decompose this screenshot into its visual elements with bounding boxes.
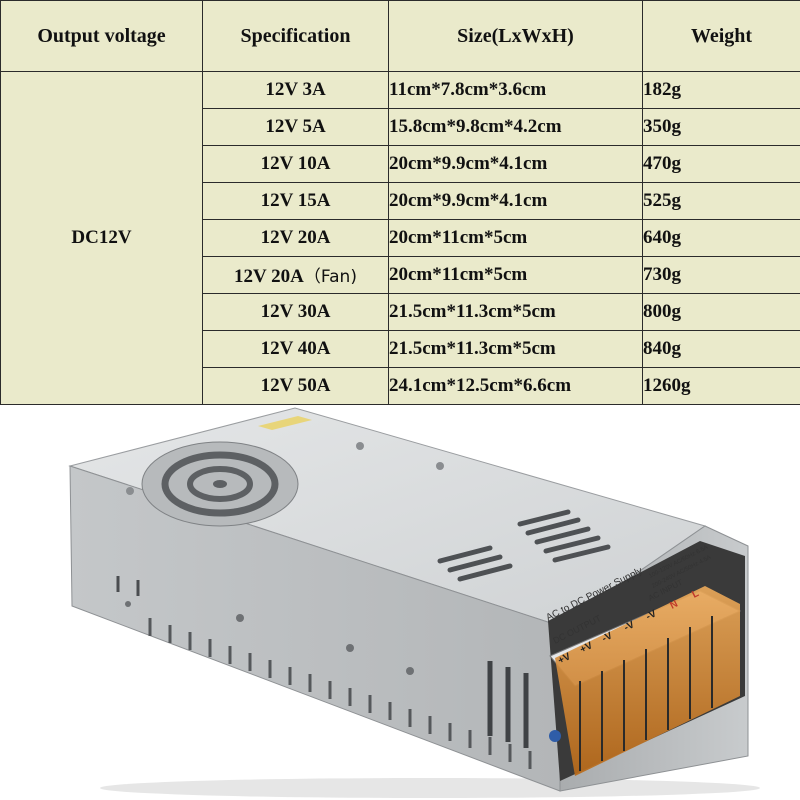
- terminal-label: -V: [622, 619, 636, 633]
- size-cell: 24.1cm*12.5cm*6.6cm: [388, 367, 643, 405]
- front-vents: [148, 618, 532, 769]
- specification-cell: 12V 10A: [202, 145, 389, 183]
- fan-note: （Fan): [303, 267, 357, 287]
- weight-cell: 730g: [642, 256, 800, 294]
- terminal-label: +V: [578, 640, 594, 656]
- weight-cell: 350g: [642, 108, 800, 146]
- specification-cell: 12V 15A: [202, 182, 389, 220]
- specification-cell: 12V 20A（Fan): [202, 256, 389, 294]
- specification-value: 12V 3A: [265, 79, 326, 100]
- weight-cell: 800g: [642, 293, 800, 331]
- specification-value: 12V 40A: [260, 338, 331, 359]
- specification-cell: 12V 30A: [202, 293, 389, 331]
- fan-grill: [141, 441, 299, 527]
- weight-cell: 525g: [642, 182, 800, 220]
- weight-cell: 182g: [642, 71, 800, 109]
- top-vents: [437, 509, 611, 582]
- spec-table: Output voltage Specification Size(LxWxH)…: [0, 0, 800, 405]
- header-size: Size(LxWxH): [388, 0, 643, 72]
- terminal-label: +V: [556, 651, 572, 667]
- specification-value: 12V 50A: [260, 375, 331, 396]
- header-weight: Weight: [642, 0, 800, 72]
- size-cell: 20cm*11cm*5cm: [388, 219, 643, 257]
- specification-cell: 12V 3A: [202, 71, 389, 109]
- table-header-row: Output voltage Specification Size(LxWxH)…: [0, 0, 800, 72]
- terminal-label: -V: [644, 608, 658, 622]
- voltage-adjust-knob: [549, 730, 561, 742]
- specification-cell: 12V 40A: [202, 330, 389, 368]
- size-cell: 11cm*7.8cm*3.6cm: [388, 71, 643, 109]
- size-cell: 20cm*11cm*5cm: [388, 256, 643, 294]
- weight-cell: 470g: [642, 145, 800, 183]
- specification-value: 12V 10A: [260, 153, 331, 174]
- terminal-label: L: [690, 588, 700, 601]
- power-supply-illustration: AC to DC Power Supply DC OUTPUT AC INPUT…: [68, 407, 760, 798]
- specification-value: 12V 20A: [234, 266, 304, 287]
- size-cell: 20cm*9.9cm*4.1cm: [388, 145, 643, 183]
- specification-value: 12V 30A: [260, 301, 331, 322]
- size-cell: 15.8cm*9.8cm*4.2cm: [388, 108, 643, 146]
- size-cell: 21.5cm*11.3cm*5cm: [388, 330, 643, 368]
- terminal-label: N: [668, 599, 679, 612]
- specification-value: 12V 20A: [260, 227, 331, 248]
- size-cell: 21.5cm*11.3cm*5cm: [388, 293, 643, 331]
- terminal-labels: +V +V -V -V -V NL: [556, 588, 700, 667]
- specification-cell: 12V 20A: [202, 219, 389, 257]
- specification-cell: 12V 50A: [202, 367, 389, 405]
- terminal-label: -V: [600, 630, 614, 644]
- weight-cell: 1260g: [642, 367, 800, 405]
- specification-value: 12V 5A: [265, 116, 326, 137]
- power-supply-photo: AC to DC Power Supply DC OUTPUT AC INPUT…: [0, 396, 800, 800]
- size-cell: 20cm*9.9cm*4.1cm: [388, 182, 643, 220]
- specification-cell: 12V 5A: [202, 108, 389, 146]
- header-output-voltage: Output voltage: [0, 0, 203, 72]
- specification-value: 12V 15A: [260, 190, 331, 211]
- output-voltage-cell: DC12V: [0, 71, 203, 405]
- header-specification: Specification: [202, 0, 389, 72]
- weight-cell: 840g: [642, 330, 800, 368]
- weight-cell: 640g: [642, 219, 800, 257]
